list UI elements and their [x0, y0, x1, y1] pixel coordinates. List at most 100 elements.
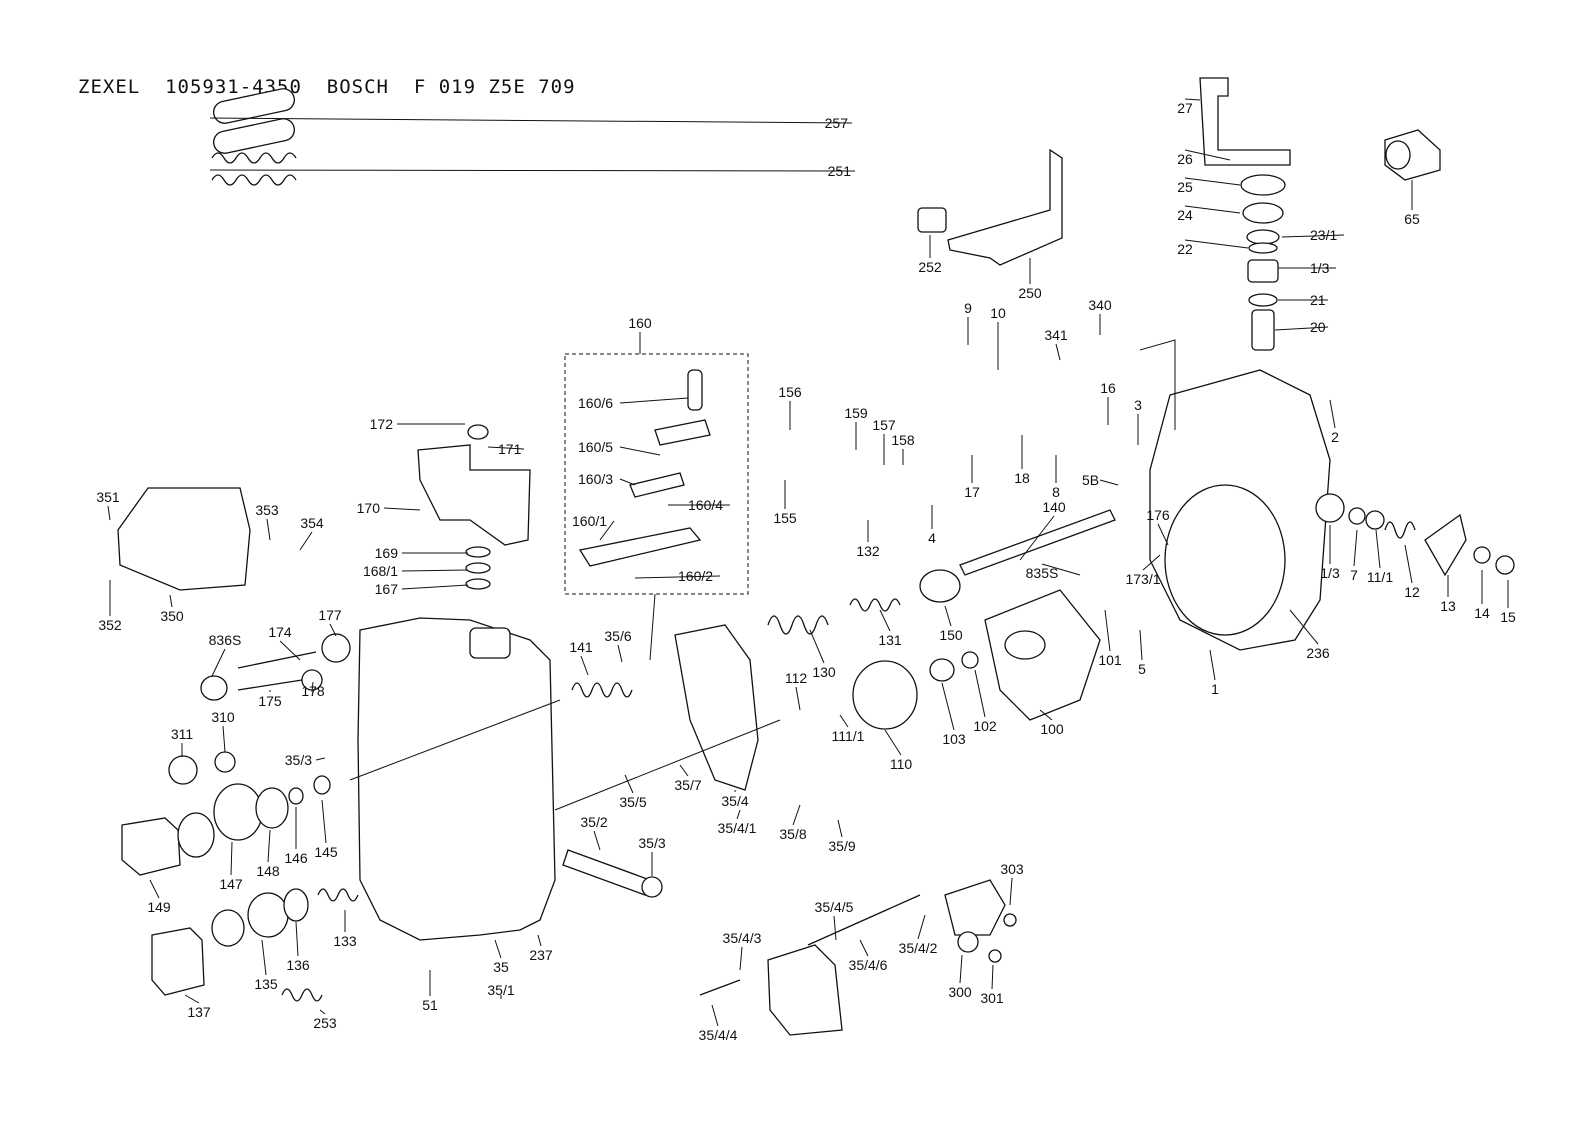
callout-label: 7 — [1350, 567, 1358, 583]
callout-leader-line — [295, 921, 299, 957]
callout-label: 252 — [918, 259, 942, 275]
callout-label: 253 — [313, 1015, 337, 1031]
callout-label: 157 — [872, 417, 896, 433]
callout-leader-line — [311, 681, 314, 693]
callout-label: 160/5 — [578, 439, 613, 455]
callout-label: 110 — [890, 756, 913, 772]
callout-label: 27 — [1177, 100, 1193, 116]
callout-label: 112 — [785, 670, 808, 686]
callout-leader-line — [619, 446, 661, 456]
callout-label: 35/2 — [580, 814, 607, 830]
callout-label: 1/3 — [1320, 565, 1340, 581]
callout-leader-line — [222, 725, 226, 753]
callout-label: 22 — [1177, 241, 1193, 257]
callout-leader-line — [944, 605, 952, 627]
callout-leader-line — [315, 757, 326, 761]
callout-label: 130 — [812, 664, 836, 680]
callout-label: 35/4/5 — [815, 899, 854, 915]
callout-label: 35 — [493, 959, 509, 975]
callout-label: 178 — [301, 683, 325, 699]
callout-leader-line — [634, 575, 721, 579]
callout-label: 250 — [1018, 285, 1042, 301]
callout-leader-line — [1375, 529, 1381, 569]
callout-leader-line — [487, 446, 525, 450]
callout-label: 102 — [973, 718, 997, 734]
callout-label: 111/1 — [832, 728, 865, 744]
callout-leader-line — [107, 505, 111, 521]
callout-label: 35/3 — [285, 752, 312, 768]
callout-leader-line — [1184, 177, 1241, 186]
callout-leader-line — [401, 584, 469, 590]
callout-label: 156 — [778, 384, 802, 400]
callout-leader-line — [1404, 544, 1413, 584]
callout-leaders — [107, 98, 1509, 1027]
callout-label: 3 — [1134, 397, 1142, 413]
callout-label: 13 — [1440, 598, 1456, 614]
callout-label: 136 — [286, 957, 310, 973]
callout-leader-line — [839, 714, 849, 728]
callout-leader-line — [1353, 529, 1358, 567]
callout-leader-line — [1184, 239, 1249, 249]
callout-label: 148 — [256, 863, 280, 879]
callout-label: 354 — [300, 515, 324, 531]
callout-label: 167 — [375, 581, 399, 597]
callout-leader-line — [209, 169, 856, 172]
callout-leader-line — [1009, 877, 1013, 906]
callout-label: 836S — [209, 632, 242, 648]
callout-leader-line — [1041, 563, 1081, 576]
callout-leader-line — [1142, 554, 1161, 571]
callout-leader-line — [1019, 515, 1055, 561]
callout-label: 171 — [498, 441, 522, 457]
callout-label: 159 — [844, 405, 868, 421]
callout-label: 18 — [1014, 470, 1030, 486]
callout-label: 135 — [254, 976, 278, 992]
callout-leader-line — [917, 914, 926, 940]
callout-leader-line — [1184, 149, 1231, 161]
callout-label: 35/1 — [487, 982, 514, 998]
callout-leader-line — [624, 774, 634, 794]
callout-leader-line — [329, 623, 337, 637]
callout-label: 11/1 — [1367, 569, 1393, 585]
callout-leader-line — [184, 994, 200, 1004]
callout-leader-line — [1139, 629, 1143, 661]
callout-label: 20 — [1310, 319, 1326, 335]
callout-label: 35/8 — [779, 826, 806, 842]
callout-leader-line — [959, 954, 963, 984]
callout-label: 35/4/1 — [718, 820, 757, 836]
callout-label: 17 — [964, 484, 980, 500]
callout-label: 310 — [211, 709, 235, 725]
callout-label: 835S — [1026, 565, 1059, 581]
callout-label: 303 — [1000, 861, 1024, 877]
callout-leader-line — [537, 934, 542, 947]
callout-leader-line — [230, 841, 233, 876]
callout-label: 150 — [939, 627, 963, 643]
callout-label: 14 — [1474, 605, 1490, 621]
callout-leader-line — [941, 682, 955, 731]
callout-label: 147 — [219, 876, 243, 892]
callout-leader-line — [149, 879, 160, 899]
callout-leader-line — [619, 397, 689, 404]
callout-leader-line — [1329, 399, 1336, 429]
callout-label: 236 — [1306, 645, 1330, 661]
callout-label: 2 — [1331, 429, 1339, 445]
callout-label: 9 — [964, 300, 972, 316]
callout-leader-line — [619, 478, 636, 486]
callout-leader-line — [401, 569, 469, 572]
callout-label: 23/1 — [1310, 227, 1337, 243]
callout-label: 35/3 — [638, 835, 665, 851]
callout-label: 350 — [160, 608, 184, 624]
callout-label: 24 — [1177, 207, 1193, 223]
callout-label: 172 — [370, 416, 394, 432]
callout-leader-line — [833, 915, 837, 941]
callout-label: 176 — [1146, 507, 1170, 523]
callout-leader-line — [299, 531, 313, 551]
callout-label: 25 — [1177, 179, 1193, 195]
callout-label: 103 — [942, 731, 966, 747]
callout-label: 5B — [1082, 472, 1099, 488]
callout-label: 353 — [255, 502, 279, 518]
part-shapes — [117, 77, 1515, 1036]
callout-leader-line — [1274, 326, 1329, 331]
callout-leader-line — [599, 520, 615, 541]
